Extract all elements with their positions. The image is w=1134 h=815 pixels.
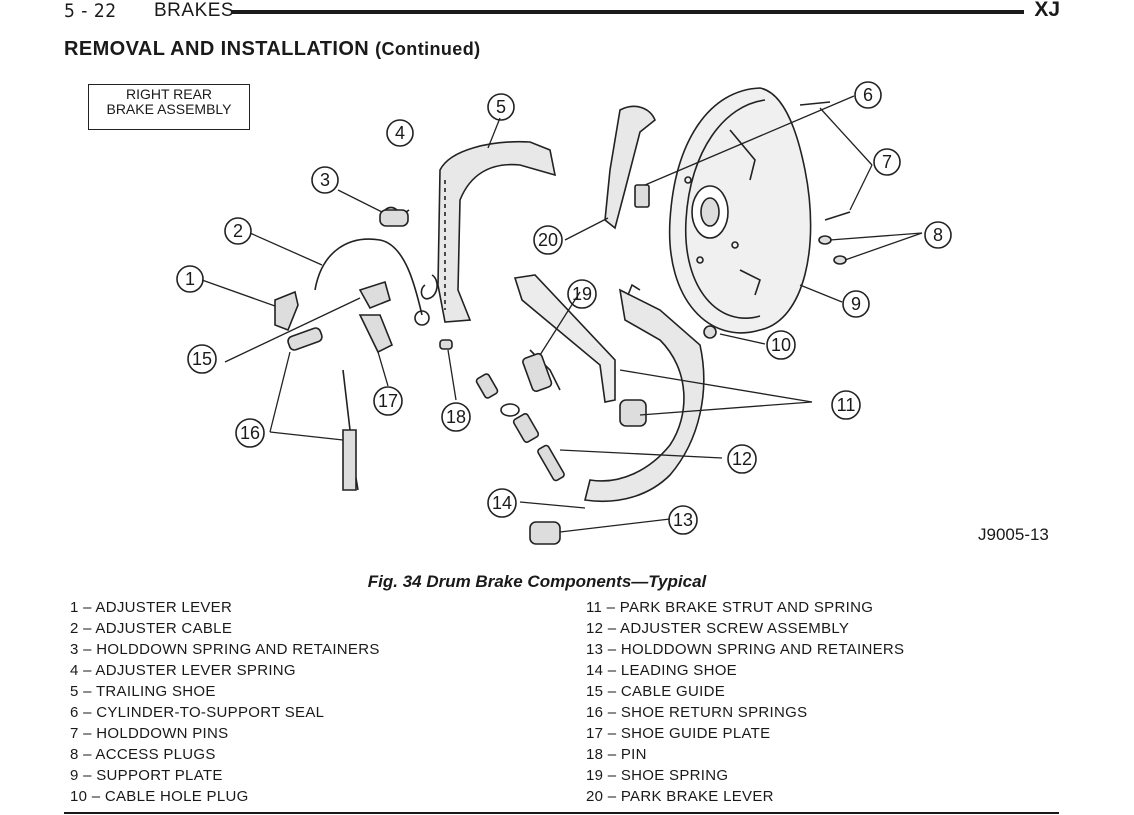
legend-item: 18 – PIN	[586, 746, 647, 763]
legend-item: 17 – SHOE GUIDE PLATE	[586, 725, 771, 742]
callout-8: 8	[932, 225, 943, 245]
legend-left: 1 – ADJUSTER LEVER 2 – ADJUSTER CABLE 3 …	[70, 597, 380, 807]
legend-item: 19 – SHOE SPRING	[586, 767, 729, 784]
figure-caption-text: Fig. 34 Drum Brake Components—Typical	[367, 572, 707, 591]
adjuster-cable-drawing	[314, 238, 423, 316]
brake-diagram: RIGHT REAR BRAKE ASSEMBLY 1 2 3 4 5 6 7 …	[60, 70, 1070, 570]
page-title: REMOVAL AND INSTALLATION (Continued)	[64, 38, 480, 61]
adjuster-screw-drawing	[475, 373, 565, 482]
legend-item: 4 – ADJUSTER LEVER SPRING	[70, 662, 296, 679]
strut-drawing	[513, 274, 616, 403]
legend-item: 20 – PARK BRAKE LEVER	[586, 788, 774, 805]
legend-item: 3 – HOLDDOWN SPRING AND RETAINERS	[70, 641, 380, 658]
legend-item: 16 – SHOE RETURN SPRINGS	[586, 704, 808, 721]
callout-4: 4	[394, 123, 405, 143]
section-name: BRAKES	[154, 0, 235, 21]
callout-17: 17	[377, 391, 399, 411]
header-rule	[232, 10, 1024, 14]
callout-18: 18	[445, 407, 467, 427]
callout-6: 6	[862, 85, 873, 105]
trailing-shoe-drawing	[437, 140, 557, 323]
callout-19: 19	[571, 284, 593, 304]
legend-item: 13 – HOLDDOWN SPRING AND RETAINERS	[586, 641, 905, 658]
callout-10: 10	[770, 335, 792, 355]
assembly-label-line1: RIGHT REAR	[125, 86, 213, 102]
callout-5: 5	[495, 97, 506, 117]
spring-drawings	[287, 206, 647, 545]
figure-caption: Fig. 34 Drum Brake Components—Typical	[0, 572, 1134, 592]
legend-item: 14 – LEADING SHOE	[586, 662, 737, 679]
legend-item: 7 – HOLDDOWN PINS	[70, 725, 229, 742]
legend-item: 2 – ADJUSTER CABLE	[70, 620, 233, 637]
legend-item: 6 – CYLINDER-TO-SUPPORT SEAL	[70, 704, 325, 721]
park-lever-drawing	[604, 105, 656, 230]
footer-rule	[64, 812, 1059, 814]
brake-drawing	[201, 87, 923, 545]
callout-11: 11	[836, 395, 856, 415]
model-code: XJ	[1034, 0, 1060, 21]
callout-13: 13	[672, 510, 694, 530]
support-plate-drawing	[634, 87, 812, 334]
legend-item: 12 – ADJUSTER SCREW ASSEMBLY	[586, 620, 850, 637]
callout-9: 9	[850, 294, 861, 314]
title-main: REMOVAL AND INSTALLATION	[64, 38, 370, 60]
legend-item: 15 – CABLE GUIDE	[586, 683, 726, 700]
callout-3: 3	[319, 170, 330, 190]
callout-15: 15	[191, 349, 213, 369]
callout-14: 14	[491, 493, 513, 513]
callout-2: 2	[232, 221, 243, 241]
legend-item: 5 – TRAILING SHOE	[70, 683, 216, 700]
legend-item: 1 – ADJUSTER LEVER	[70, 599, 233, 616]
legend-item: 10 – CABLE HOLE PLUG	[70, 788, 249, 805]
legend-item: 8 – ACCESS PLUGS	[70, 746, 216, 763]
callout-16: 16	[239, 423, 261, 443]
callout-1: 1	[184, 269, 195, 289]
legend-right: 11 – PARK BRAKE STRUT AND SPRING 12 – AD…	[586, 597, 904, 807]
assembly-label-line2: BRAKE ASSEMBLY	[106, 101, 232, 117]
assembly-label-box: RIGHT REAR BRAKE ASSEMBLY	[88, 84, 250, 130]
page-number: 5 - 22	[64, 0, 117, 22]
adjuster-lever-drawing	[274, 290, 299, 332]
figure-id: J9005-13	[978, 525, 1049, 544]
leading-shoe-drawing	[584, 283, 705, 503]
callout-12: 12	[731, 449, 753, 469]
legend-item: 11 – PARK BRAKE STRUT AND SPRING	[586, 599, 874, 616]
title-continued: (Continued)	[375, 39, 481, 59]
legend-item: 9 – SUPPORT PLATE	[70, 767, 223, 784]
page-header: 5 - 22 BRAKES XJ	[64, 0, 1060, 24]
callout-20: 20	[537, 230, 559, 250]
callout-7: 7	[881, 152, 892, 172]
